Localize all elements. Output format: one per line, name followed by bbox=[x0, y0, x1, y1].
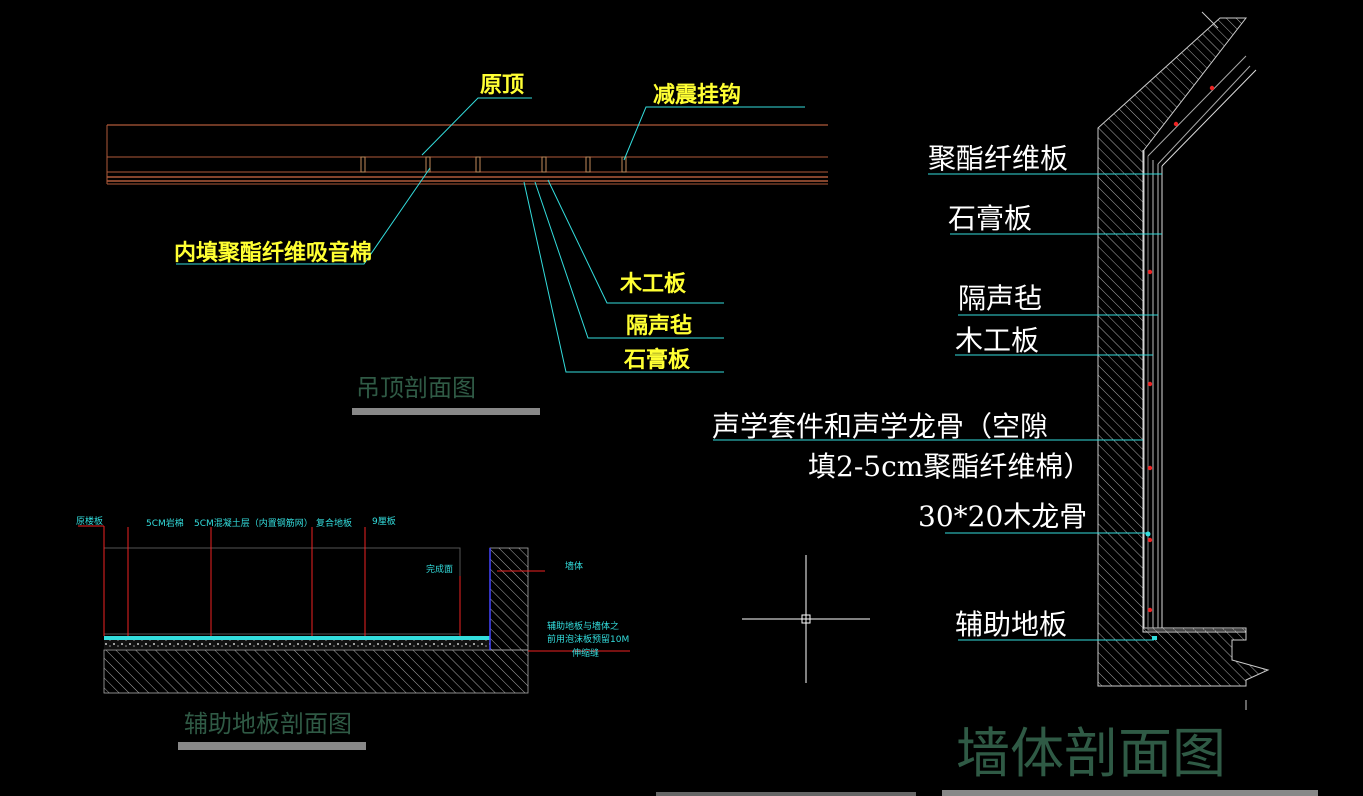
label-original-slab: 原楼板 bbox=[76, 515, 103, 527]
cad-cursor-crosshair bbox=[742, 555, 870, 683]
floor-concrete-layer bbox=[104, 640, 490, 649]
label-gypsum: 石膏板 bbox=[623, 347, 691, 373]
label-wall: 墙体 bbox=[565, 560, 583, 572]
wall-hatch-body bbox=[1097, 17, 1270, 687]
floor-section-title: 辅助地板剖面图 bbox=[184, 710, 352, 738]
label-concrete: 5CM混凝土层（内置钢筋网） bbox=[194, 517, 313, 529]
label-note-3: 伸缩缝 bbox=[572, 647, 599, 659]
label-wall-gypsum: 石膏板 bbox=[948, 202, 1032, 235]
floor-wall-hatch bbox=[489, 547, 529, 651]
floor-slab-hatch bbox=[103, 649, 529, 694]
ceiling-leaders bbox=[176, 97, 805, 373]
label-rock-wool: 5CM岩棉 bbox=[146, 517, 184, 529]
ceiling-hangers bbox=[360, 156, 627, 173]
label-inner-fill: 内填聚酯纤维吸音棉 bbox=[174, 240, 372, 266]
label-wood-keel: 30*20木龙骨 bbox=[918, 500, 1087, 533]
label-wood-board: 木工板 bbox=[619, 272, 687, 297]
label-polyester-board: 聚酯纤维板 bbox=[928, 142, 1068, 175]
label-note-1: 辅助地板与墙体之 bbox=[547, 620, 619, 632]
bottom-edge-bar bbox=[656, 792, 916, 796]
floor-top-layer bbox=[104, 636, 490, 640]
floor-section: 原楼板 5CM岩棉 5CM混凝土层（内置钢筋网） 复合地板 9厘板 完成面 墙体… bbox=[76, 515, 630, 750]
wall-title-underline bbox=[942, 790, 1318, 796]
label-finish-face: 完成面 bbox=[426, 563, 453, 575]
wall-section-title: 墙体剖面图 bbox=[956, 722, 1226, 785]
label-wall-wood-board: 木工板 bbox=[955, 324, 1039, 357]
wall-keel-marker bbox=[1145, 531, 1151, 537]
ceiling-layers bbox=[106, 124, 828, 185]
ceiling-section-title: 吊顶剖面图 bbox=[356, 374, 476, 402]
floor-outline bbox=[103, 547, 461, 635]
label-acoustic-kit-line2: 填2-5cm聚酯纤维棉） bbox=[808, 450, 1091, 483]
wall-section: 聚酯纤维板 石膏板 隔声毡 木工板 声学套件和声学龙骨（空隙 填2-5cm聚酯纤… bbox=[656, 11, 1318, 796]
wall-leaders bbox=[713, 173, 1162, 641]
ceiling-title-underline bbox=[352, 408, 540, 415]
floor-title-underline bbox=[178, 742, 366, 750]
label-aux-floor: 辅助地板 bbox=[955, 608, 1067, 641]
wall-red-marks bbox=[1147, 85, 1215, 613]
label-wall-sound-felt: 隔声毡 bbox=[958, 282, 1042, 315]
wall-floor-marker bbox=[1152, 636, 1157, 640]
ceiling-section: 原顶 减震挂钩 内填聚酯纤维吸音棉 木工板 隔声毡 石膏板 吊顶剖面图 bbox=[106, 73, 828, 415]
label-shock-hook: 减震挂钩 bbox=[653, 82, 741, 108]
label-composite: 复合地板 bbox=[316, 517, 352, 529]
label-plywood: 9厘板 bbox=[372, 515, 396, 527]
label-acoustic-kit-line1: 声学套件和声学龙骨（空隙 bbox=[712, 410, 1048, 443]
floor-red-leaders bbox=[78, 525, 630, 652]
label-original-top: 原顶 bbox=[480, 73, 524, 98]
wall-layers bbox=[1142, 55, 1257, 633]
label-note-2: 前用泡沫板预留10M bbox=[547, 633, 629, 645]
label-sound-felt: 隔声毡 bbox=[626, 314, 692, 339]
